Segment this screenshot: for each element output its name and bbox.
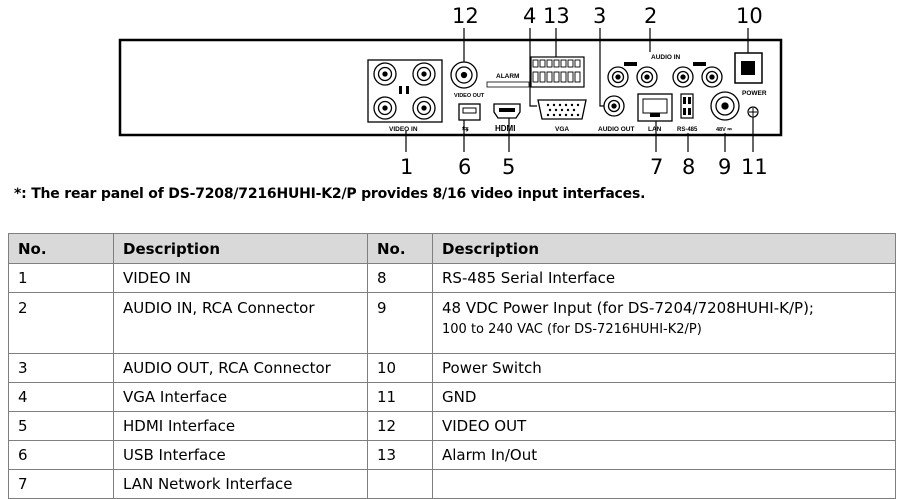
alarm-terminal-block bbox=[530, 56, 585, 88]
cell-description bbox=[432, 469, 896, 499]
cell-no: 11 bbox=[367, 382, 433, 412]
dc48v-label: 48V ⎓ bbox=[716, 127, 732, 133]
audio-in-connectors bbox=[607, 66, 723, 88]
callout-2: 2 bbox=[644, 4, 657, 28]
rear-panel-diagram: VIDEO IN VIDEO OUT ALARM ⇆ HDMI bbox=[118, 4, 783, 179]
header-description: Description bbox=[113, 233, 368, 264]
cell-no: 5 bbox=[8, 411, 114, 441]
cell-description: VIDEO IN bbox=[113, 263, 368, 293]
callout-12: 12 bbox=[452, 4, 479, 28]
alarm-label: ALARM bbox=[496, 73, 519, 80]
callout-10: 10 bbox=[736, 4, 763, 28]
cell-description: VGA Interface bbox=[113, 382, 368, 412]
audio-out-label: AUDIO OUT bbox=[598, 126, 635, 133]
hdmi-label: HDMI bbox=[495, 124, 515, 133]
table-row: 7 LAN Network Interface bbox=[8, 469, 896, 499]
vga-port bbox=[537, 99, 587, 120]
cell-no: 6 bbox=[8, 440, 114, 470]
video-out-connector bbox=[450, 61, 478, 89]
rs485-label: RS-485 bbox=[677, 127, 698, 133]
lan-label: LAN bbox=[648, 126, 662, 133]
usb-label: ⇆ bbox=[462, 124, 469, 133]
cell-no: 12 bbox=[367, 411, 433, 441]
cell-description: AUDIO IN, RCA Connector bbox=[113, 292, 368, 354]
cell-description: Power Switch bbox=[432, 353, 896, 383]
rear-panel-note: *: The rear panel of DS-7208/7216HUHI-K2… bbox=[14, 186, 646, 202]
table-row: 2 AUDIO IN, RCA Connector 9 48 VDC Power… bbox=[8, 292, 896, 354]
video-out-label: VIDEO OUT bbox=[454, 93, 485, 99]
cell-description-line: 100 to 240 VAC (for DS-7216HUHI-K2/P) bbox=[442, 322, 702, 337]
cell-description-line: 48 VDC Power Input (for DS-7204/7208HUHI… bbox=[442, 299, 814, 317]
rs485-terminal bbox=[680, 93, 694, 119]
table-row: 1 VIDEO IN 8 RS-485 Serial Interface bbox=[8, 263, 896, 293]
callout-8: 8 bbox=[682, 155, 695, 179]
cell-description: VIDEO OUT bbox=[432, 411, 896, 441]
cell-description: 48 VDC Power Input (for DS-7204/7208HUHI… bbox=[432, 292, 896, 354]
cell-description: Alarm In/Out bbox=[432, 440, 896, 470]
callout-9: 9 bbox=[718, 155, 731, 179]
usb-port bbox=[458, 103, 481, 121]
vga-label: VGA bbox=[555, 126, 569, 133]
cell-description: USB Interface bbox=[113, 440, 368, 470]
power-switch bbox=[734, 52, 763, 84]
callout-3: 3 bbox=[593, 4, 606, 28]
table-row: 6 USB Interface 13 Alarm In/Out bbox=[8, 440, 896, 470]
callout-5: 5 bbox=[502, 155, 515, 179]
cell-no bbox=[367, 469, 433, 499]
cell-no: 4 bbox=[8, 382, 114, 412]
video-in-label: VIDEO IN bbox=[389, 126, 418, 133]
cell-no: 7 bbox=[8, 469, 114, 499]
cell-no: 8 bbox=[367, 263, 433, 293]
interface-description-table: No. Description No. Description 1 VIDEO … bbox=[8, 233, 896, 499]
callout-11: 11 bbox=[741, 155, 768, 179]
cell-no: 2 bbox=[8, 292, 114, 354]
lan-port bbox=[637, 93, 673, 122]
cell-no: 13 bbox=[367, 440, 433, 470]
cell-description: LAN Network Interface bbox=[113, 469, 368, 499]
table-row: 5 HDMI Interface 12 VIDEO OUT bbox=[8, 411, 896, 441]
cell-description: AUDIO OUT, RCA Connector bbox=[113, 353, 368, 383]
header-no: No. bbox=[8, 233, 114, 264]
callout-1: 1 bbox=[400, 155, 413, 179]
hdmi-port bbox=[493, 103, 521, 119]
cell-no: 10 bbox=[367, 353, 433, 383]
header-description: Description bbox=[432, 233, 896, 264]
cell-no: 3 bbox=[8, 353, 114, 383]
video-in-connectors: VIDEO IN bbox=[367, 59, 443, 133]
power-label: POWER bbox=[742, 90, 767, 97]
cell-no: 1 bbox=[8, 263, 114, 293]
cell-description: HDMI Interface bbox=[113, 411, 368, 441]
callout-7: 7 bbox=[650, 155, 663, 179]
cell-no: 9 bbox=[367, 292, 433, 354]
audio-out-connector bbox=[603, 95, 625, 117]
callout-4: 4 bbox=[523, 4, 536, 28]
table-header-row: No. Description No. Description bbox=[8, 233, 896, 264]
callout-6: 6 bbox=[458, 155, 471, 179]
cell-description: GND bbox=[432, 382, 896, 412]
table-row: 3 AUDIO OUT, RCA Connector 10 Power Swit… bbox=[8, 353, 896, 383]
audio-in-label: AUDIO IN bbox=[651, 54, 681, 61]
power-input-connector bbox=[710, 91, 740, 121]
cell-description: RS-485 Serial Interface bbox=[432, 263, 896, 293]
header-no: No. bbox=[367, 233, 433, 264]
gnd-screw bbox=[747, 106, 759, 118]
callout-13: 13 bbox=[543, 4, 570, 28]
table-row: 4 VGA Interface 11 GND bbox=[8, 382, 896, 412]
